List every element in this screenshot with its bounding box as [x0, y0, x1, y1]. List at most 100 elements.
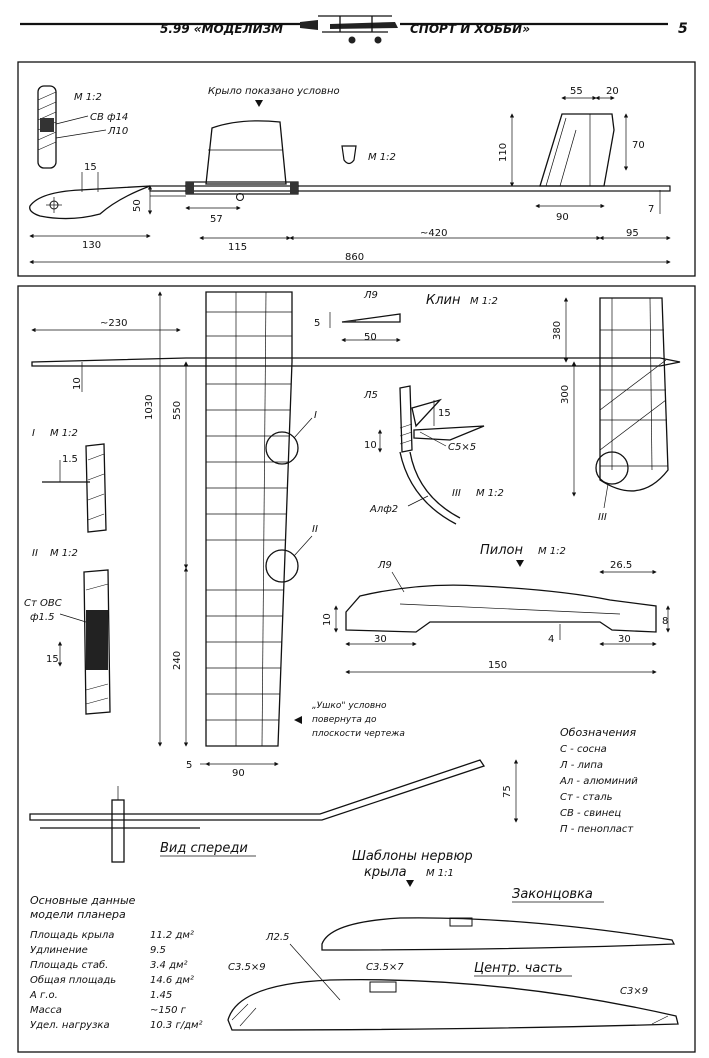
detail-II: II M 1:2 Ст ОВС ф1.5 15 — [24, 548, 111, 715]
spec-label: Масса — [30, 1005, 62, 1016]
detail-II-wire-1: Ст ОВС — [24, 598, 62, 609]
legend-item: П - пенопласт — [560, 824, 634, 835]
wedge-d5: 5 — [314, 318, 320, 329]
detail-III-d10: 10 — [364, 440, 377, 451]
detail-III: Л5 15 10 С5×5 Алф2 III M 1:2 — [363, 385, 504, 525]
legend: Обозначения С - сосна Л - липа Ал - алюм… — [559, 726, 638, 835]
rib-scale: M 1:1 — [426, 868, 454, 879]
side-view-frame — [17, 61, 696, 277]
spec-value: 3.4 дм² — [150, 960, 188, 971]
dim-55: 55 — [570, 86, 583, 97]
ear-note-2: повернута до — [312, 715, 377, 725]
wedge-scale: M 1:2 — [470, 296, 498, 307]
wedge-shape — [341, 313, 401, 323]
rib-title-1: Шаблоны нервюр — [352, 849, 473, 864]
spec-label: Площадь крыла — [30, 930, 114, 941]
detail-I-label: I — [32, 428, 35, 439]
dim-5-plan: 5 — [186, 760, 192, 771]
detail-II-d15: 15 — [46, 654, 59, 665]
center-rib — [227, 978, 679, 1031]
spec-label: Площадь стаб. — [30, 959, 108, 971]
pylon-material: Л9 — [377, 560, 392, 571]
spec-label: Удлинение — [30, 945, 88, 956]
section-I-marker: I — [314, 410, 317, 421]
dim-90: 90 — [556, 212, 569, 223]
pylon-d150: 150 — [488, 660, 507, 671]
rib-title-2: крыла — [364, 865, 407, 880]
wedge-detail: Клин M 1:2 Л9 5 50 — [314, 290, 498, 343]
header-section: СПОРТ И ХОББИ» — [410, 22, 530, 36]
detail-III-al2: Алф2 — [369, 504, 398, 515]
section-II-circle — [265, 549, 299, 583]
detail-I: I M 1:2 1.5 — [32, 428, 107, 533]
wedge-d50: 50 — [364, 332, 377, 343]
wing-plan — [205, 291, 293, 747]
pylon-d4: 4 — [548, 634, 554, 645]
ballast-label: СВ ф14 — [90, 112, 128, 123]
front-view: 75 Вид спереди — [29, 759, 519, 863]
wing-ribs — [206, 291, 292, 747]
dim-70: 70 — [632, 140, 645, 151]
fin-side — [539, 113, 615, 187]
section-I-circle — [265, 431, 299, 465]
dim-7: 7 — [648, 204, 654, 215]
legend-item: Ст - сталь — [560, 792, 613, 803]
legend-item: С - сосна — [560, 744, 607, 755]
dim-860: 860 — [345, 252, 364, 263]
detail-I-scale: M 1:2 — [50, 428, 78, 439]
pylon-d30b: 30 — [618, 634, 631, 645]
ear-note-3: плоскости чертежа — [312, 729, 405, 739]
pylon-d30a: 30 — [374, 634, 387, 645]
rib-l25: Л2.5 — [265, 932, 289, 943]
biplane-logo-icon — [300, 15, 398, 44]
spec-value: ~150 г — [150, 1005, 187, 1016]
tip-rib — [321, 917, 676, 951]
hook-block — [37, 85, 57, 169]
aluminium-skid — [399, 451, 457, 525]
dim-115: 115 — [228, 242, 247, 253]
fuselage-plan — [31, 357, 681, 367]
legend-item: Л - липа — [559, 760, 603, 771]
header-issue: 5.99 «МОДЕЛИЗМ — [160, 22, 283, 36]
specs-table: Основные данные модели планера Площадь к… — [29, 894, 203, 1031]
dim-130: 130 — [82, 240, 101, 251]
dim-20: 20 — [606, 86, 619, 97]
badge-scale: M 1:2 — [368, 152, 396, 163]
detail-III-label: III — [452, 488, 461, 499]
detail-I-d15: 1.5 — [62, 454, 78, 465]
detail-III-c5x5: С5×5 — [448, 442, 476, 453]
ear-note-1: „Ушко" условно — [312, 701, 387, 711]
wing-note: Крыло показано условно — [208, 86, 340, 97]
detail-II-wire-2: ф1.5 — [30, 612, 54, 623]
side-view: M 1:2 СВ ф14 Л10 Крыло показано условно … — [29, 85, 671, 265]
spec-label: А г.о. — [29, 990, 58, 1001]
spec-value: 11.2 дм² — [150, 930, 194, 941]
dim-240: 240 — [172, 651, 183, 670]
dim-550: 550 — [172, 401, 183, 420]
dim-110: 110 — [498, 143, 509, 162]
front-d75: 75 — [502, 785, 513, 798]
main-frame — [17, 285, 696, 1053]
pylon-detail: Пилон M 1:2 Л9 26.5 10 8 4 30 30 150 — [322, 543, 671, 675]
specs-title-1: Основные данные — [30, 894, 136, 907]
section-II-marker: II — [312, 524, 318, 535]
dim-300: 300 — [560, 385, 571, 404]
rib-tip-label: Законцовка — [512, 887, 593, 902]
detail-III-l5: Л5 — [363, 390, 378, 401]
legend-title: Обозначения — [560, 726, 637, 739]
wedge-title: Клин — [426, 293, 461, 308]
spec-value: 1.45 — [150, 990, 172, 1001]
section-III-marker: III — [598, 512, 607, 523]
dim-50: 50 — [132, 199, 143, 212]
rib-c3x9: С3×9 — [620, 986, 648, 997]
spec-label: Общая площадь — [30, 974, 116, 986]
dim-1030: 1030 — [144, 395, 155, 420]
dim-10-plan: 10 — [72, 377, 83, 390]
dim-420: ~420 — [420, 228, 447, 239]
detail-II-label: II — [32, 548, 38, 559]
specs-title-2: модели планера — [30, 908, 126, 921]
legend-item: СВ - свинец — [560, 808, 621, 819]
pylon-title: Пилон — [480, 543, 523, 558]
fuselage-boom — [149, 185, 671, 192]
